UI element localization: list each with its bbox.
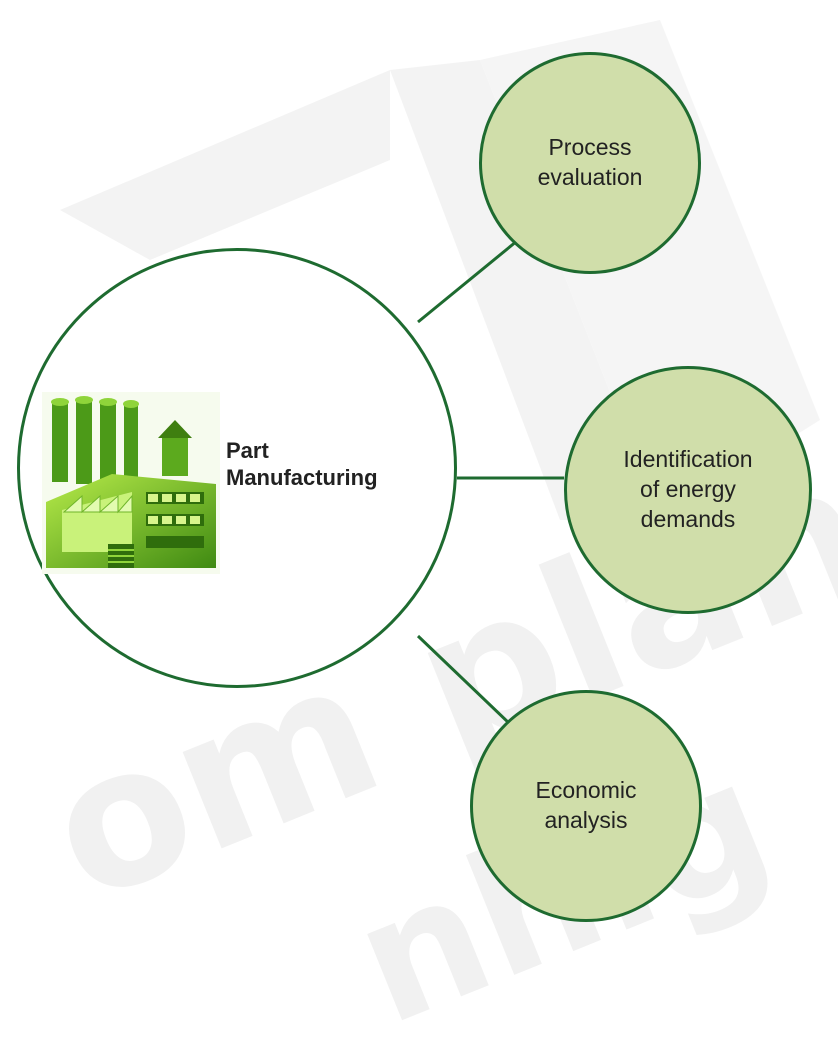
node-economic-analysis: Economic analysis [470, 690, 702, 922]
connector-line [417, 230, 529, 324]
node-process-evaluation: Process evaluation [479, 52, 701, 274]
connector-line [416, 634, 512, 726]
node-label: Process evaluation [537, 134, 643, 190]
node-energy-demands: Identification of energy demands [564, 366, 812, 614]
factory-icon [42, 392, 220, 574]
central-node-label: Part Manufacturing [226, 438, 378, 490]
node-label: Economic analysis [535, 777, 637, 833]
node-label: Identification of energy demands [623, 446, 753, 532]
connector-lines [416, 230, 564, 726]
